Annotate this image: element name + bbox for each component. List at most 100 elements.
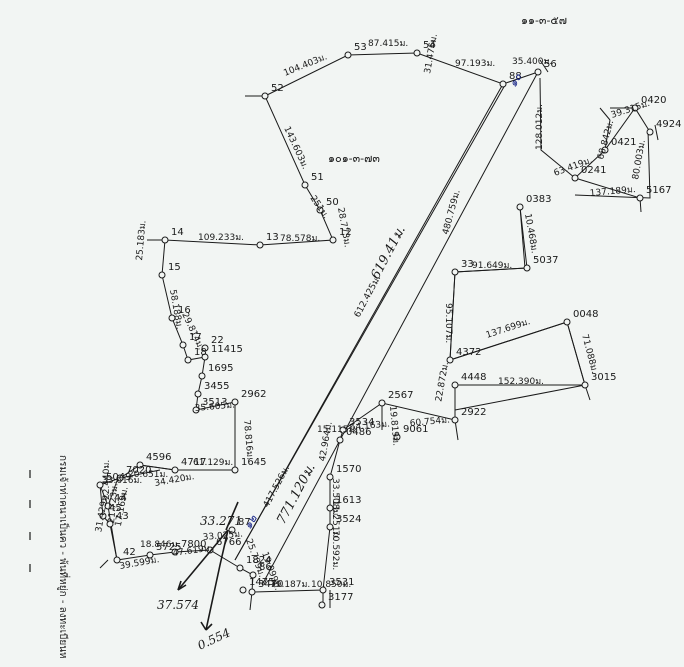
arrow-mark (177, 580, 187, 591)
point-marker (116, 474, 124, 482)
corridor-edge-left (234, 83, 504, 561)
point-label: 44 (114, 493, 127, 504)
point-label: 1695 (208, 363, 233, 374)
distance-label: 18.846ม. (140, 540, 180, 550)
point-marker (179, 341, 187, 349)
point-marker (106, 520, 114, 528)
point-label: 43 (116, 511, 129, 522)
point-label: 3534 (349, 417, 374, 428)
point-label: 7020 (126, 465, 151, 476)
point-label: 0420 (641, 95, 666, 106)
point-marker (523, 264, 531, 272)
boundary-line (107, 477, 119, 507)
point-marker (236, 564, 244, 572)
point-marker (171, 466, 179, 474)
arrow-mark (205, 529, 229, 631)
point-label: 86 (259, 562, 272, 573)
boundary-tick (599, 107, 611, 121)
point-label: 1824 (246, 555, 271, 566)
point-label: 1645 (241, 457, 266, 468)
distance-label: 87.415ม. (368, 39, 408, 49)
point-label: 0421 (611, 137, 636, 148)
arrow-mark (200, 621, 213, 631)
point-marker (316, 206, 324, 214)
point-label: 0048 (573, 309, 598, 320)
point-label: 50 (326, 197, 339, 208)
point-label: 3015 (591, 372, 616, 383)
corridor-edge-right (261, 71, 539, 586)
point-marker (161, 236, 169, 244)
point-marker (228, 526, 236, 534)
distance-label: 60.754ม. (409, 416, 450, 429)
point-marker (158, 271, 166, 279)
boundary-line (574, 107, 641, 199)
side-stamp: กรมเจ้าท่าคนาเป็นคว - พ้นที่หยู่ก - ลงทะ… (57, 455, 71, 659)
point-label: 3470 (258, 579, 283, 590)
point-label: 56 (544, 59, 557, 70)
point-marker (451, 268, 459, 276)
point-marker (171, 548, 179, 556)
distance-label: 78.578ม. (280, 234, 320, 244)
point-marker (319, 586, 327, 594)
point-markers (96, 49, 654, 609)
point-label: 4448 (461, 372, 486, 383)
point-label: 52 (271, 83, 284, 94)
boundary-line (119, 469, 161, 479)
point-marker (326, 473, 334, 481)
distance-label: 64.163ม. (349, 420, 390, 433)
point-marker (261, 92, 269, 100)
point-marker (194, 390, 202, 398)
point-label: 88 (509, 71, 522, 82)
point-label: 1570 (336, 464, 361, 475)
point-marker (249, 571, 257, 579)
point-marker (184, 356, 192, 364)
boundary-line (454, 384, 586, 411)
point-label: 3524 (336, 514, 361, 525)
point-marker (499, 80, 507, 88)
distance-label: 20.651ม. (128, 470, 168, 480)
distance-label: 109.233ม. (198, 233, 244, 243)
arrow-mark (225, 501, 239, 531)
point-label: 13 (266, 232, 279, 243)
point-marker (636, 194, 644, 202)
point-marker (534, 68, 542, 76)
point-marker (326, 523, 334, 531)
boundary-line (574, 129, 651, 199)
point-label: 14 (171, 227, 184, 238)
boundary-line (449, 271, 456, 361)
point-label: 11415 (211, 344, 243, 355)
handwritten-arrows (177, 501, 239, 631)
point-marker (206, 546, 214, 554)
point-label: 3177 (328, 592, 353, 603)
point-marker (446, 356, 454, 364)
point-label: 0486 (346, 427, 371, 438)
point-marker (248, 588, 256, 596)
point-marker (104, 502, 112, 510)
boundary-tick (99, 559, 109, 569)
point-label: 6766 (216, 537, 241, 548)
point-label: 9061 (403, 424, 428, 435)
parcel-label: ๑๐๑-๓-๗๓ (328, 152, 380, 165)
point-marker (256, 241, 264, 249)
point-marker (563, 318, 571, 326)
distance-label: 152.390ม. (498, 377, 544, 387)
point-marker (601, 146, 609, 154)
point-marker (113, 556, 121, 564)
point-label: 54 (423, 40, 436, 51)
pen-note: ๑๐ (506, 71, 524, 90)
point-label: 15 (168, 262, 181, 273)
point-marker (581, 381, 589, 389)
point-marker (301, 181, 309, 189)
point-label: 1613 (336, 495, 361, 506)
date-stamp: ๑๑-๓-๕๗ (521, 14, 567, 27)
point-marker (201, 353, 209, 361)
point-marker (329, 236, 337, 244)
boundary-tick (539, 59, 549, 73)
point-label: 5167 (646, 185, 671, 196)
point-label: 87 (238, 517, 251, 528)
distance-label: 19.819ม. (387, 405, 400, 446)
boundary-line (519, 206, 526, 269)
